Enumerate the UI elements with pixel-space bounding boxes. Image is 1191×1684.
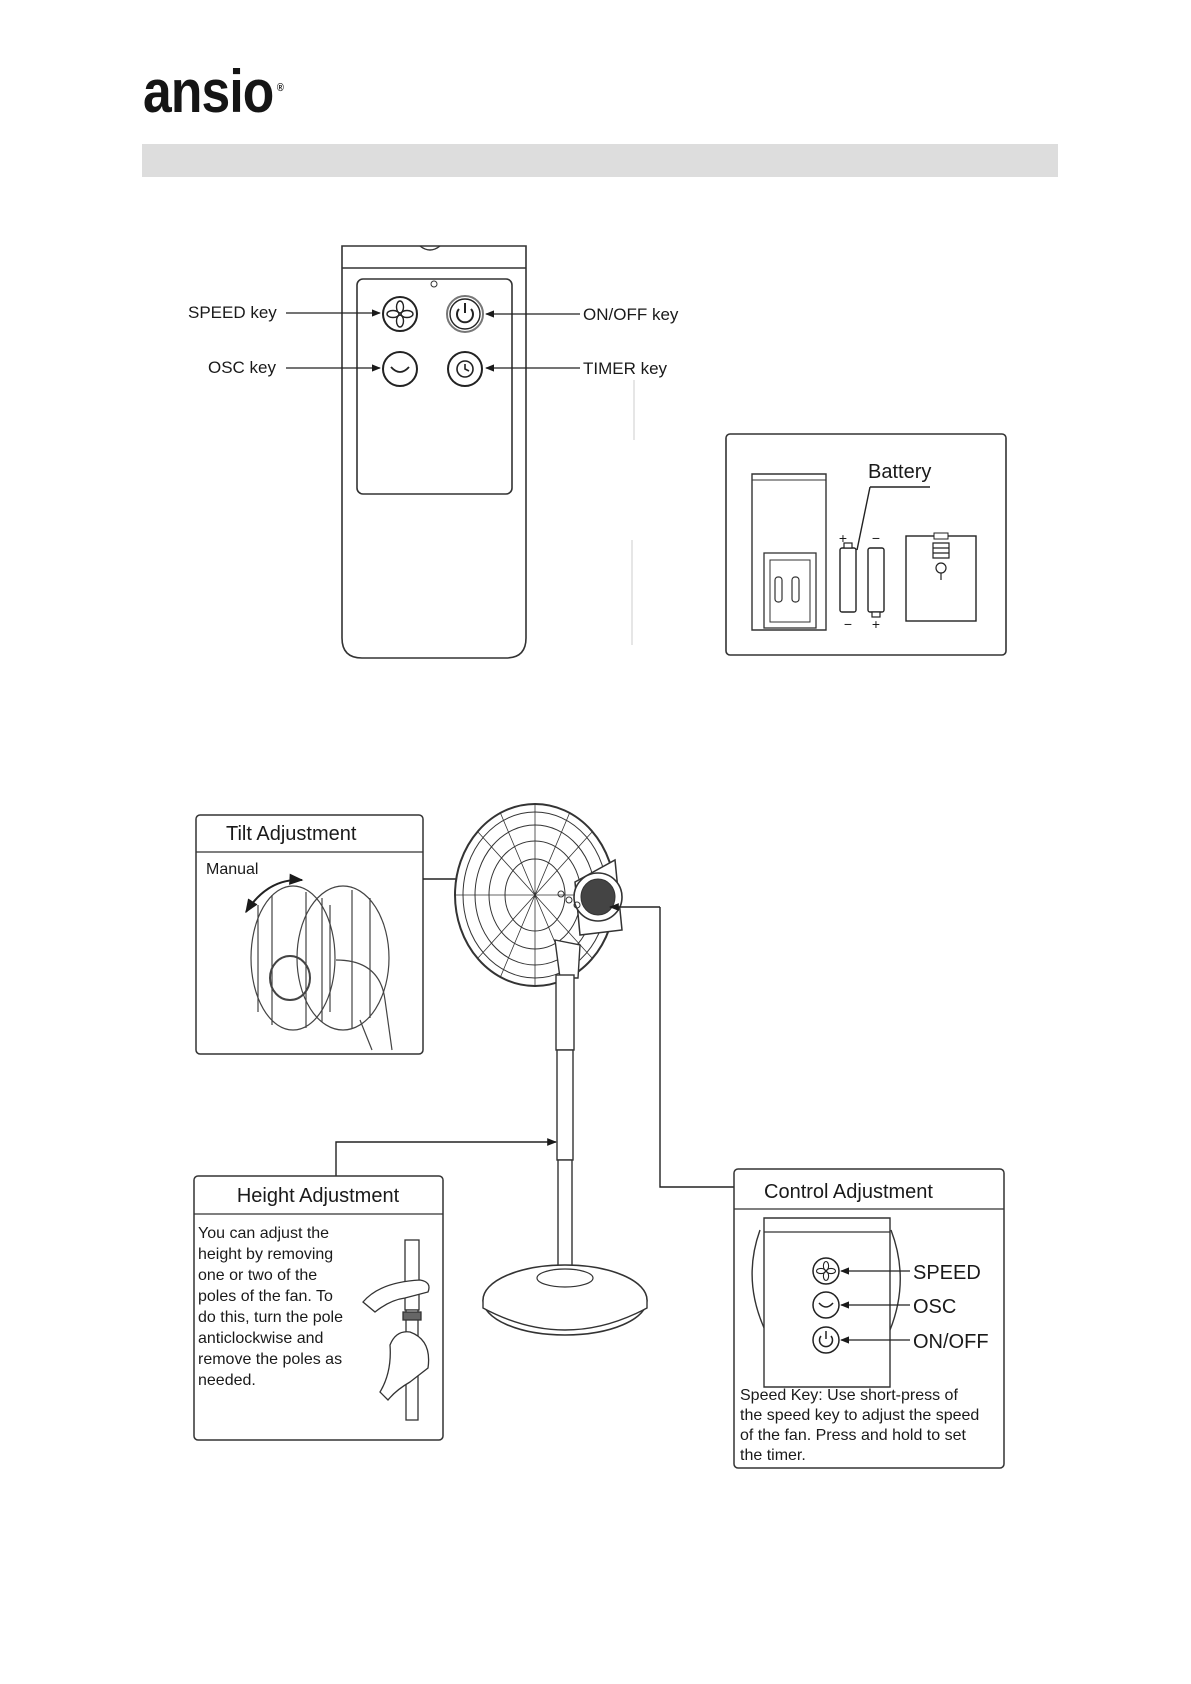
speed-key-label: SPEED key xyxy=(188,303,277,322)
tilted-fan-head-sketch xyxy=(250,885,393,1051)
panel-onoff-key xyxy=(812,1326,840,1354)
logo-text: ansio xyxy=(143,58,274,125)
fan-icon xyxy=(386,300,414,328)
remote-speed-key xyxy=(382,296,418,332)
remote-osc-key xyxy=(382,351,418,387)
battery-plus-sign: + xyxy=(872,616,880,632)
height-line: remove the poles as xyxy=(198,1351,342,1368)
height-title: Height Adjustment xyxy=(237,1185,400,1207)
remote-timer-key xyxy=(447,351,483,387)
brand-logo: ansio® xyxy=(143,52,284,132)
timer-key-label: TIMER key xyxy=(583,359,668,378)
battery-cell xyxy=(839,547,857,613)
registered-mark: ® xyxy=(276,82,284,94)
battery-plus-sign: + xyxy=(839,530,847,546)
battery-minus-sign: − xyxy=(872,530,880,546)
remote-onoff-key xyxy=(446,295,484,333)
power-icon xyxy=(818,1331,834,1348)
battery-cell xyxy=(867,547,885,613)
note-line: of the fan. Press and hold to set xyxy=(740,1427,966,1444)
tilt-adjustment-box: Tilt Adjustment Manual xyxy=(195,814,424,1055)
battery-label: Battery xyxy=(868,461,931,483)
control-osc-label: OSC xyxy=(913,1296,956,1318)
panel-speed-key xyxy=(812,1257,840,1285)
control-adjustment-box: Control Adjustment SP xyxy=(733,1168,1005,1469)
fan-icon xyxy=(815,1260,837,1282)
height-instructions: You can adjust the height by removing on… xyxy=(198,1225,343,1389)
height-line: needed. xyxy=(198,1372,256,1389)
height-line: You can adjust the xyxy=(198,1225,329,1242)
remote-control-diagram: SPEED key OSC key ON/OFF key TIMER key xyxy=(188,245,679,659)
tilt-mode-label: Manual xyxy=(206,861,258,878)
hands-pole-sketch xyxy=(362,1239,430,1421)
tilt-title: Tilt Adjustment xyxy=(226,823,357,845)
height-adjustment-box: Height Adjustment You can adjust the hei… xyxy=(193,1175,444,1441)
oscillate-icon xyxy=(818,1302,834,1308)
control-title: Control Adjustment xyxy=(764,1181,933,1203)
onoff-key-label: ON/OFF key xyxy=(583,305,679,324)
battery-diagram: + − − + Battery xyxy=(725,433,1007,656)
height-line: poles of the fan. To xyxy=(198,1288,333,1305)
speed-key-note: Speed Key: Use short-press of the speed … xyxy=(740,1387,979,1464)
tilt-rotate-arrow xyxy=(245,873,304,914)
control-speed-label: SPEED xyxy=(913,1262,981,1284)
clock-icon xyxy=(456,360,474,378)
panel-osc-key xyxy=(812,1291,840,1319)
osc-key-label: OSC key xyxy=(208,358,277,377)
note-line: the timer. xyxy=(740,1447,806,1464)
height-line: do this, turn the pole xyxy=(198,1309,343,1326)
remote-key-panel xyxy=(356,278,513,495)
height-line: height by removing xyxy=(198,1246,333,1263)
battery-minus-sign: − xyxy=(844,616,852,632)
standing-fan-illustration xyxy=(454,803,648,1336)
power-icon xyxy=(456,303,474,324)
section-header-bar xyxy=(142,144,1058,177)
height-line: one or two of the xyxy=(198,1267,317,1284)
oscillate-icon xyxy=(390,366,410,373)
note-line: the speed key to adjust the speed xyxy=(740,1407,979,1424)
height-line: anticlockwise and xyxy=(198,1330,323,1347)
control-onoff-label: ON/OFF xyxy=(913,1331,989,1353)
note-line: Speed Key: Use short-press of xyxy=(740,1387,958,1404)
